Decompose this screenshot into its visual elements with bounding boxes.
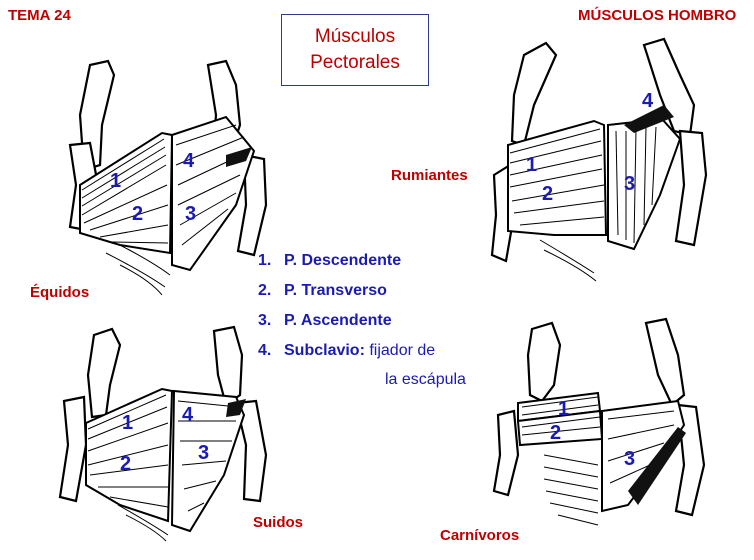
carnivoros-illustration: 1 2 3: [492, 317, 706, 526]
rumiantes-label: Rumiantes: [391, 167, 468, 184]
topic-label: TEMA 24: [8, 7, 71, 24]
legend-description: fijador de: [364, 342, 436, 359]
legend-number: 3.: [258, 312, 272, 329]
legend-text: P. Transverso: [284, 282, 387, 299]
suidos-number-1: 1: [122, 412, 133, 434]
section-title: MÚSCULOS HOMBRO: [578, 7, 737, 24]
carnivoros-number-2: 2: [550, 422, 561, 444]
carnivoros-number-3: 3: [624, 448, 635, 470]
rumiantes-number-4: 4: [642, 90, 654, 112]
rumiantes-number-1: 1: [526, 154, 537, 176]
carnivoros-number-1: 1: [558, 398, 569, 420]
suidos-label: Suidos: [253, 514, 304, 531]
legend-text: P. Descendente: [284, 252, 402, 269]
legend-number: 2.: [258, 282, 272, 299]
legend-text: P. Ascendente: [284, 312, 392, 329]
equidos-number-2: 2: [132, 203, 143, 225]
suidos-illustration: 1 2 3 4: [58, 325, 268, 542]
title-line-1: Músculos: [314, 26, 396, 47]
rumiantes-number-2: 2: [542, 183, 553, 205]
carnivoros-label: Carnívoros: [440, 527, 520, 544]
rumiantes-number-3: 3: [624, 173, 635, 195]
legend: 1. P. Descendente 2. P. Transverso 3. P. As…: [258, 252, 518, 388]
legend-number: 4.: [258, 342, 272, 359]
legend-text: Subclavio:: [284, 342, 365, 359]
equidos-label: Équidos: [30, 284, 90, 301]
legend-item-4: 4. Subclavio: fijador de: [258, 342, 518, 372]
legend-item-3: 3. P. Ascendente: [258, 312, 518, 342]
equidos-number-1: 1: [110, 170, 121, 192]
legend-continuation: la escápula: [385, 371, 466, 388]
legend-item-2: 2. P. Transverso: [258, 282, 518, 312]
title-box: Músculos Pectorales: [281, 14, 429, 86]
equidos-number-4: 4: [183, 150, 195, 172]
suidos-number-3: 3: [198, 442, 209, 464]
equidos-illustration: 1 2 3 4: [68, 59, 268, 296]
rumiantes-illustration: 1 2 3 4: [490, 37, 708, 282]
equidos-number-3: 3: [185, 203, 196, 225]
title-line-2: Pectorales: [310, 52, 400, 73]
legend-number: 1.: [258, 252, 272, 269]
suidos-number-4: 4: [182, 404, 194, 426]
legend-item-1: 1. P. Descendente: [258, 252, 518, 282]
suidos-number-2: 2: [120, 453, 131, 475]
